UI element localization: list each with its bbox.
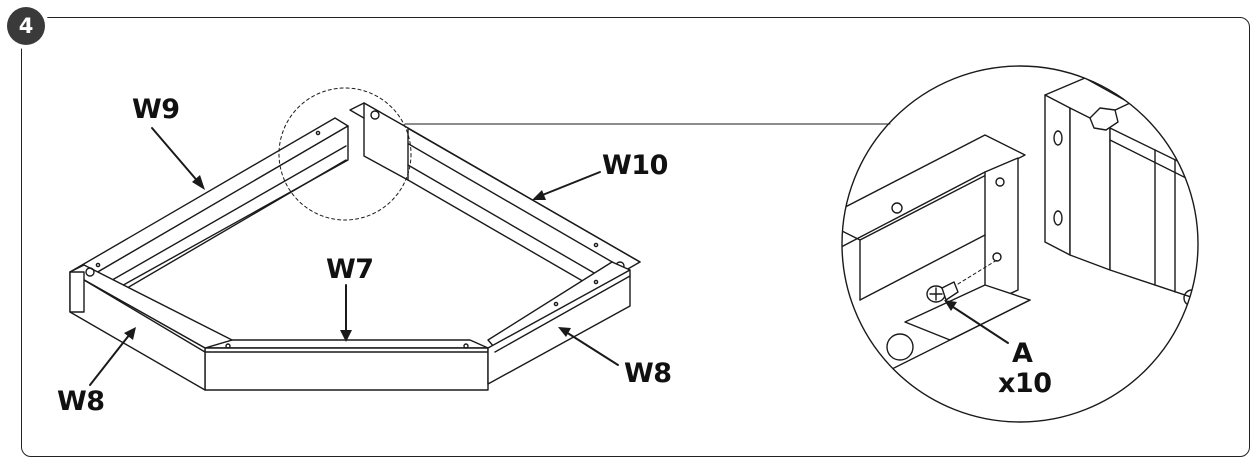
screw-a-icon <box>926 259 998 303</box>
step-frame <box>21 17 1250 457</box>
leader-arrows <box>89 127 1009 386</box>
part-w8-right-rail <box>487 261 631 385</box>
detail-zoom <box>841 65 1199 423</box>
label-w8-right: W8 <box>624 358 672 389</box>
frame-assembly <box>69 87 891 391</box>
part-w8-left-rail <box>69 264 233 391</box>
hardware-quantity-label: x10 <box>998 368 1052 399</box>
label-w7: W7 <box>326 254 374 285</box>
detail-callout-circle <box>278 87 412 221</box>
label-w9: W9 <box>132 94 180 125</box>
label-w8-left: W8 <box>57 386 105 417</box>
hardware-id-label: A <box>1012 338 1033 369</box>
part-w7-rail <box>204 339 489 391</box>
step-number-badge: 4 <box>7 7 45 45</box>
label-w10: W10 <box>602 150 668 181</box>
